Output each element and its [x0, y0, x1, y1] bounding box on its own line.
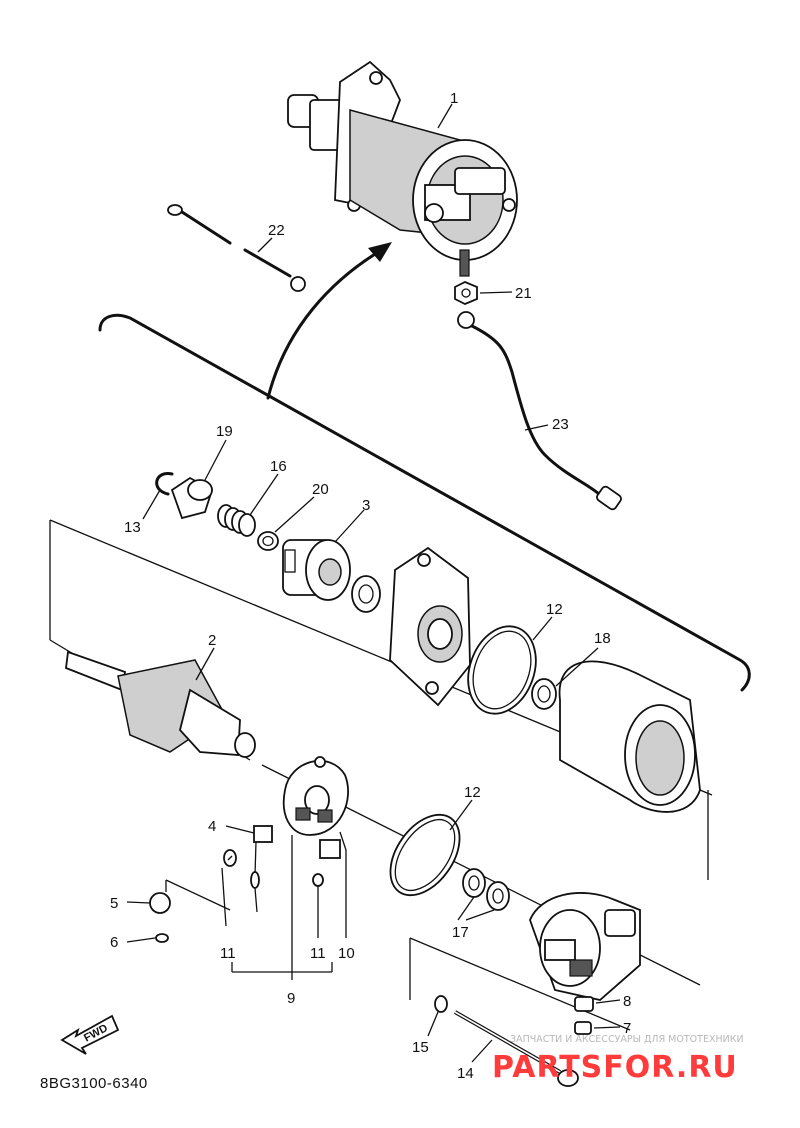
- washer-20: [257, 531, 279, 551]
- callout-17: 17: [452, 924, 469, 941]
- washer-6: [155, 933, 169, 943]
- through-bolt-14: [454, 1010, 579, 1087]
- callout-labels: 1 2 3 4 5 6 7 8 9 10 11 11 12 12 13 14 1…: [110, 90, 631, 1082]
- callout-11b: 11: [310, 945, 326, 962]
- fwd-arrow-icon: FWD: [60, 1014, 120, 1055]
- ground-lead-23: [457, 311, 622, 511]
- callout-10: 10: [338, 945, 355, 962]
- nut-21: [454, 281, 478, 305]
- callout-22: 22: [268, 222, 285, 239]
- nut-8: [574, 996, 594, 1012]
- assembly-bracket: [98, 313, 751, 692]
- callout-7: 7: [623, 1020, 631, 1037]
- yoke-housing: [558, 660, 701, 813]
- armature-2: [65, 650, 256, 758]
- callout-20: 20: [312, 481, 329, 498]
- diagram-code: 8BG3100-6340: [40, 1075, 148, 1092]
- starter-motor-assembly: [287, 60, 518, 277]
- o-ring-12: [467, 625, 537, 715]
- leader-lines: [126, 103, 621, 1063]
- watermark-site: PARTSFOR.RU: [492, 1050, 738, 1085]
- watermark: ЗАПЧАСТИ И АКСЕССУАРЫ ДЛЯ МОТОТЕХНИКИ PA…: [492, 1034, 744, 1085]
- callout-18: 18: [594, 630, 611, 647]
- rear-cover: [529, 892, 641, 1001]
- callout-1: 1: [450, 90, 458, 107]
- callout-12a: 12: [546, 601, 563, 618]
- washers-17: [462, 868, 510, 911]
- callout-11a: 11: [220, 945, 236, 962]
- o-ring-12b: [389, 813, 461, 897]
- brush-plate-9: [282, 756, 349, 836]
- callout-19: 19: [216, 423, 233, 440]
- screw-11-right: [312, 873, 324, 908]
- spring-16: [217, 504, 256, 537]
- callout-15: 15: [412, 1039, 429, 1056]
- callout-23: 23: [552, 416, 569, 433]
- front-bracket: [389, 546, 471, 707]
- assembly-arrow: [266, 246, 387, 400]
- brush-10: [319, 831, 347, 859]
- callout-12b: 12: [464, 784, 481, 801]
- screw-11-left: [223, 849, 237, 867]
- cap-5: [149, 892, 171, 914]
- callout-13: 13: [124, 519, 141, 536]
- circlip-13: [155, 472, 174, 496]
- cable-lead-22: [167, 204, 306, 292]
- washer-seal: [351, 575, 381, 613]
- callout-3: 3: [362, 497, 370, 514]
- callout-8: 8: [623, 993, 631, 1010]
- sleeve-19: [170, 476, 214, 520]
- callout-5: 5: [110, 895, 118, 912]
- callout-6: 6: [110, 934, 118, 951]
- callout-16: 16: [270, 458, 287, 475]
- callout-14: 14: [457, 1065, 474, 1082]
- brush-4: [250, 825, 273, 913]
- washer-15: [434, 995, 448, 1013]
- callout-4: 4: [208, 818, 216, 835]
- brush-holder-3: [282, 539, 351, 601]
- nut-7: [574, 1021, 592, 1035]
- watermark-tagline: ЗАПЧАСТИ И АКСЕССУАРЫ ДЛЯ МОТОТЕХНИКИ: [510, 1034, 744, 1045]
- callout-2: 2: [208, 632, 216, 649]
- callout-9: 9: [287, 990, 295, 1007]
- washer-18: [531, 678, 557, 710]
- callout-21: 21: [515, 285, 532, 302]
